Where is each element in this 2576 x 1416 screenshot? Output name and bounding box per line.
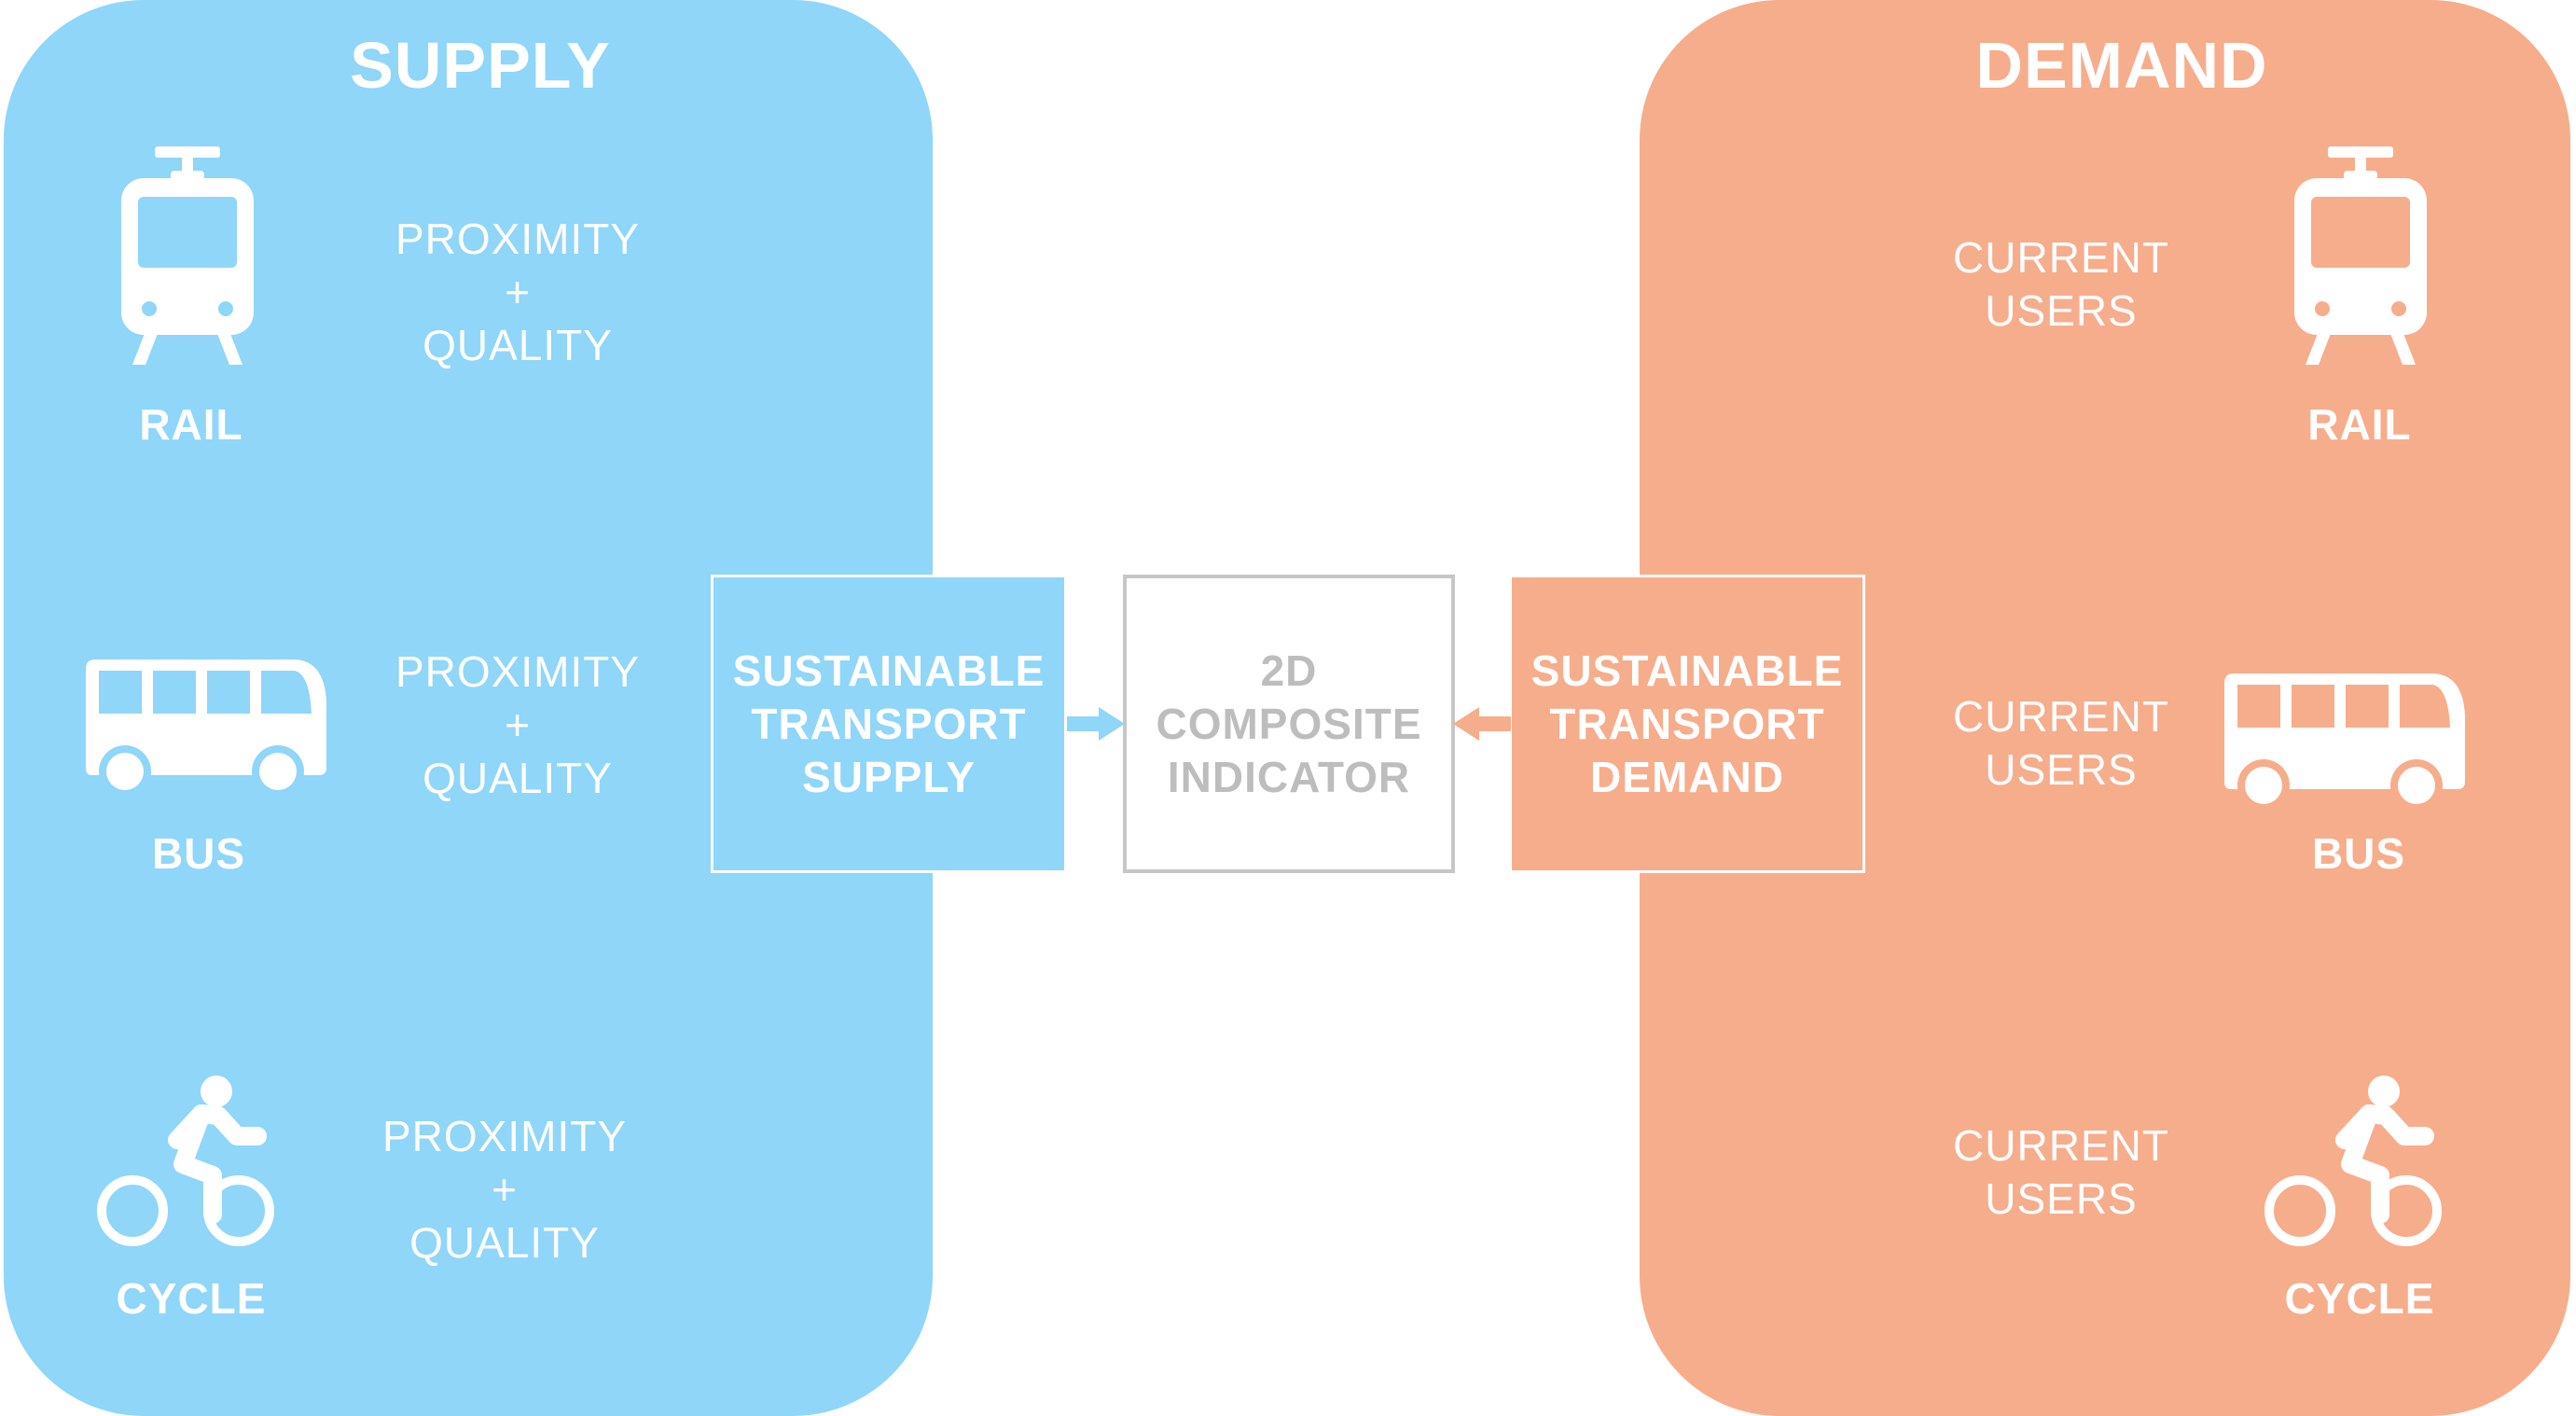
demand-rail-criteria: CURRENT USERS bbox=[1898, 231, 2224, 338]
demand-bus-criteria: CURRENT USERS bbox=[1898, 690, 2224, 797]
criteria-line: PROXIMITY bbox=[395, 647, 641, 696]
supply-bus-criteria: PROXIMITY + QUALITY bbox=[354, 646, 681, 805]
composite-indicator-box: 2D COMPOSITE INDICATOR bbox=[1123, 575, 1455, 873]
supply-rail-criteria: PROXIMITY + QUALITY bbox=[354, 213, 681, 372]
box-line: 2D bbox=[1260, 646, 1318, 695]
supply-bus-label: BUS bbox=[151, 829, 246, 878]
supply-title: SUPPLY bbox=[350, 29, 611, 102]
bus-icon bbox=[2221, 670, 2468, 814]
sustainable-transport-supply-box: SUSTAINABLE TRANSPORT SUPPLY bbox=[711, 575, 1067, 873]
demand-cycle-criteria: CURRENT USERS bbox=[1898, 1119, 2224, 1226]
box-line: TRANSPORT bbox=[1549, 699, 1825, 748]
demand-title: DEMAND bbox=[1975, 29, 2268, 102]
train-icon bbox=[2291, 143, 2431, 367]
box-line: COMPOSITE bbox=[1156, 699, 1422, 748]
demand-rail-label: RAIL bbox=[2307, 400, 2412, 449]
supply-cycle-label: CYCLE bbox=[116, 1274, 267, 1323]
criteria-line: USERS bbox=[1985, 745, 2138, 794]
demand-cycle-label: CYCLE bbox=[2284, 1274, 2435, 1323]
criteria-line: + bbox=[492, 1165, 518, 1214]
train-icon bbox=[118, 143, 257, 367]
cyclist-icon bbox=[2264, 1075, 2442, 1252]
arrow-right-icon bbox=[1067, 705, 1125, 743]
box-line: INDICATOR bbox=[1167, 752, 1411, 801]
criteria-line: USERS bbox=[1985, 286, 2138, 335]
demand-bus-label: BUS bbox=[2311, 829, 2406, 878]
box-line: SUPPLY bbox=[802, 752, 976, 801]
box-line: DEMAND bbox=[1590, 752, 1784, 801]
sustainable-transport-demand-box: SUSTAINABLE TRANSPORT DEMAND bbox=[1509, 575, 1865, 873]
arrow-left-icon bbox=[1453, 705, 1511, 743]
box-line: TRANSPORT bbox=[751, 699, 1027, 748]
supply-rail-label: RAIL bbox=[139, 400, 243, 449]
criteria-line: QUALITY bbox=[422, 754, 613, 802]
criteria-line: CURRENT bbox=[1953, 1121, 2169, 1170]
criteria-line: PROXIMITY bbox=[395, 215, 641, 263]
box-line: SUSTAINABLE bbox=[1530, 646, 1844, 695]
box-line: SUSTAINABLE bbox=[732, 646, 1046, 695]
criteria-line: PROXIMITY bbox=[381, 1112, 628, 1160]
criteria-line: QUALITY bbox=[422, 321, 613, 369]
criteria-line: QUALITY bbox=[409, 1218, 600, 1267]
criteria-line: CURRENT bbox=[1953, 692, 2169, 741]
criteria-line: + bbox=[505, 701, 531, 749]
supply-cycle-criteria: PROXIMITY + QUALITY bbox=[341, 1110, 668, 1270]
criteria-line: + bbox=[505, 268, 531, 316]
criteria-line: CURRENT bbox=[1953, 233, 2169, 282]
bus-icon bbox=[82, 656, 329, 800]
cyclist-icon bbox=[97, 1075, 274, 1252]
criteria-line: USERS bbox=[1985, 1174, 2138, 1223]
